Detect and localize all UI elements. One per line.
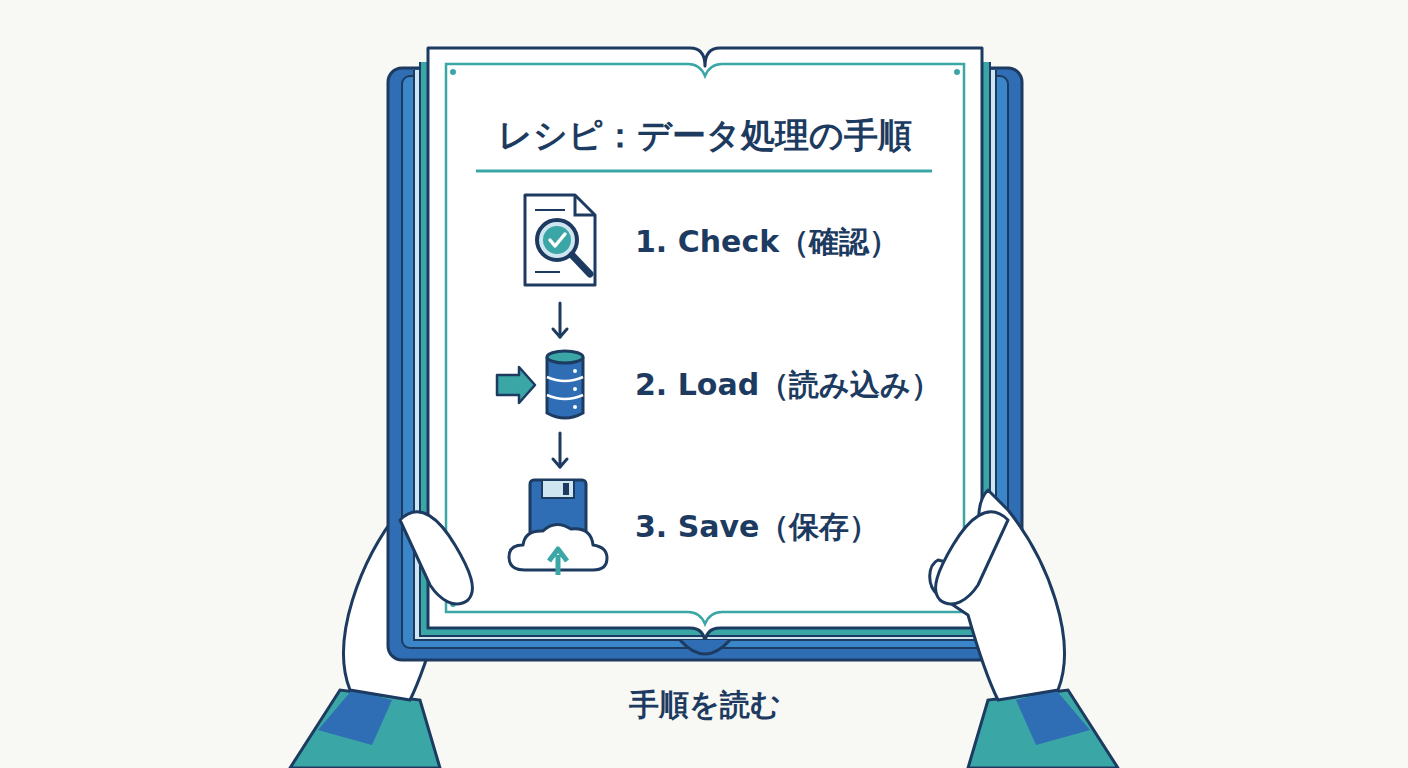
step-label: 2. Load（読み込み） — [635, 365, 941, 406]
frame-dot — [954, 69, 960, 75]
right-thumb — [936, 512, 1008, 604]
caption-text: 手順を読む — [629, 685, 781, 726]
title-text: レシピ：データ処理の手順 — [498, 113, 912, 159]
step-label: 3. Save（保存） — [635, 507, 879, 548]
step-item: 2. Load（読み込み） — [495, 345, 941, 425]
left-thumb — [400, 512, 472, 604]
title-rule — [476, 170, 932, 173]
flow-arrow — [559, 303, 562, 337]
flow-arrow — [559, 433, 562, 467]
page-frame — [446, 64, 964, 624]
load-icon — [495, 345, 625, 425]
right-hand — [930, 490, 1065, 700]
cuff — [1016, 690, 1090, 745]
sleeve — [968, 690, 1118, 768]
check-icon — [495, 190, 625, 295]
step-item: 1. Check（確認） — [495, 190, 899, 295]
step-item: 3. Save（保存） — [495, 475, 879, 580]
sleeve — [290, 690, 440, 768]
save-icon — [495, 475, 625, 580]
frame-dot — [450, 69, 456, 75]
arrow-head — [553, 459, 567, 467]
book-spine — [680, 640, 730, 654]
cuff — [318, 690, 392, 745]
step-label: 1. Check（確認） — [635, 222, 899, 263]
book-page — [428, 48, 982, 645]
arrow-head — [553, 329, 567, 337]
